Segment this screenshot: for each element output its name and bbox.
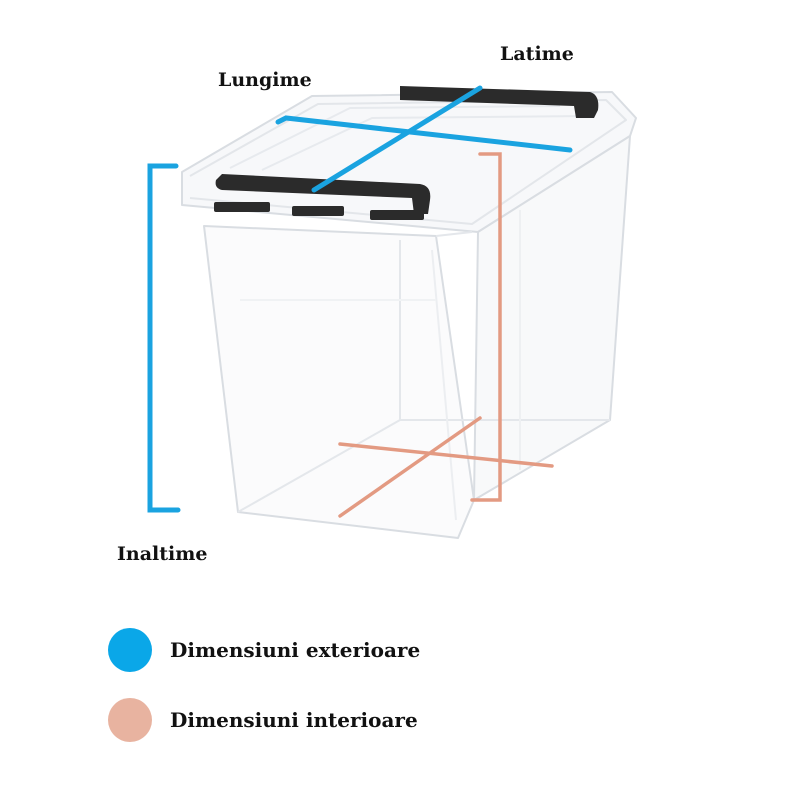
legend-item-outer: Dimensiuni exterioare	[108, 628, 420, 672]
box-handles	[214, 86, 599, 220]
outer-dimension-lines	[147, 85, 573, 513]
front-handle	[215, 174, 431, 214]
legend-label-inner: Dimensiuni interioare	[170, 708, 418, 732]
outer-width-line	[311, 85, 483, 193]
back-handle	[400, 86, 599, 118]
outer-height-bracket	[147, 163, 181, 513]
inner-length-line	[338, 442, 554, 468]
width-label: Latime	[500, 43, 574, 65]
inner-width-line	[338, 416, 482, 518]
legend-swatch-outer	[108, 628, 152, 672]
box-body	[181, 91, 637, 539]
front-latch-1	[214, 202, 270, 212]
front-latch-2	[292, 206, 344, 216]
legend-label-outer: Dimensiuni exterioare	[170, 638, 421, 662]
inner-height-bracket	[470, 152, 502, 502]
height-label: Inaltime	[117, 543, 208, 565]
legend-swatch-inner	[108, 698, 152, 742]
legend-item-inner: Dimensiuni interioare	[108, 698, 418, 742]
length-label: Lungime	[218, 69, 312, 91]
front-latch-3	[370, 210, 424, 220]
outer-length-line	[275, 115, 573, 153]
inner-dimension-lines	[338, 152, 554, 518]
